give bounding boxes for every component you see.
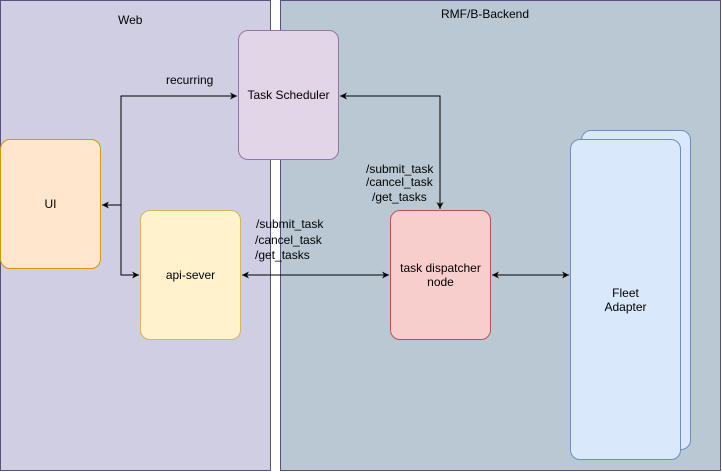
api-server-node[interactable]: api-sever	[140, 210, 241, 340]
backend-zone-label: RMF/B-Backend	[441, 7, 530, 21]
scheduler-ui-edge	[102, 92, 237, 209]
api-dispatcher-label-1: /submit_task	[256, 217, 324, 231]
fleet-adapter-label: Fleet Adapter	[604, 285, 647, 314]
api-server-label: api-sever	[165, 268, 216, 282]
fleet-adapter-node[interactable]: Fleet Adapter	[570, 139, 681, 460]
recurring-label: recurring	[166, 73, 214, 87]
ui-node[interactable]: UI	[0, 139, 101, 269]
task-dispatcher-node[interactable]: task dispatcher node	[390, 210, 491, 340]
api-dispatcher-label-3: /get_tasks	[255, 248, 310, 262]
task-scheduler-label: Task Scheduler	[247, 88, 330, 102]
scheduler-dispatcher-edge	[340, 92, 444, 209]
web-zone-label: Web	[118, 13, 143, 27]
task-scheduler-node[interactable]: Task Scheduler	[238, 30, 339, 160]
ui-label: UI	[44, 197, 57, 211]
api-dispatcher-label-2: /cancel_task	[255, 233, 322, 247]
ui-api-edge	[120, 205, 139, 279]
task-dispatcher-label: task dispatcher node	[400, 261, 481, 289]
